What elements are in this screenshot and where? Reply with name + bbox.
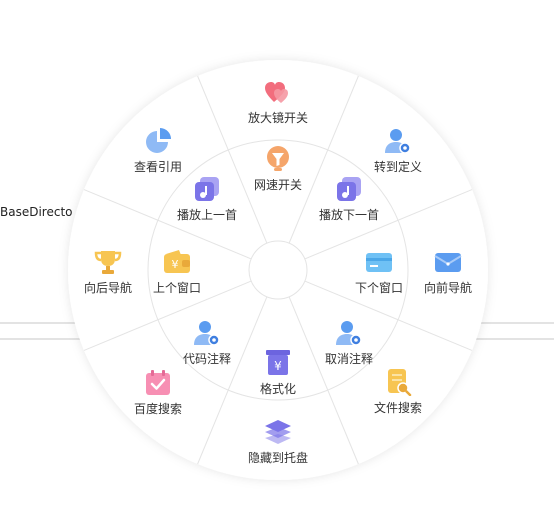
- sector-dividers: [83, 75, 473, 465]
- sector-divider-line: [197, 296, 268, 465]
- funnel-icon: [267, 146, 289, 171]
- trophy-icon: [94, 251, 122, 274]
- music-icon: [337, 177, 361, 201]
- inner-item-label: 播放下一首: [318, 208, 379, 222]
- inner-item-label: 播放上一首: [176, 208, 237, 222]
- outer-item-navigate-forward[interactable]: 向前导航: [406, 248, 490, 296]
- inner-item-format[interactable]: ¥ 格式化: [236, 349, 320, 397]
- outer-item-magnifier-toggle[interactable]: 放大镜开关: [236, 78, 320, 126]
- inner-item-label: 网速开关: [253, 178, 302, 192]
- layers-icon: [265, 420, 291, 444]
- outer-item-view-references[interactable]: 查看引用: [116, 127, 200, 175]
- calendar-check-icon: [146, 370, 170, 395]
- center-hub: [248, 240, 308, 300]
- outer-item-label: 向后导航: [83, 281, 132, 295]
- inner-item-next-window[interactable]: 下个窗口: [337, 248, 421, 296]
- user-gear-icon: [385, 129, 411, 154]
- inner-item-label: 下个窗口: [354, 281, 403, 295]
- pie-chart-icon: [146, 128, 171, 153]
- outer-item-label: 转到定义: [373, 160, 422, 174]
- inner-item-play-previous[interactable]: 播放上一首: [165, 175, 249, 223]
- sector-divider-line: [288, 296, 359, 465]
- hearts-icon: [265, 82, 288, 103]
- outer-item-navigate-back[interactable]: 向后导航: [66, 248, 150, 296]
- outer-item-label: 隐藏到托盘: [247, 451, 308, 465]
- sector-divider-line: [304, 280, 473, 351]
- inner-item-network-speed-toggle[interactable]: 网速开关: [236, 145, 320, 193]
- envelope-icon: [434, 253, 462, 272]
- sector-divider-line: [83, 280, 252, 351]
- inner-item-play-next[interactable]: 播放下一首: [307, 175, 391, 223]
- outer-item-label: 百度搜索: [133, 402, 182, 416]
- inner-item-label: 取消注释: [324, 352, 373, 366]
- wallet-icon: ¥: [164, 250, 190, 273]
- outer-item-label: 放大镜开关: [247, 111, 308, 125]
- inner-item-uncomment[interactable]: 取消注释: [307, 319, 391, 367]
- user-gear-icon: [336, 321, 362, 346]
- outer-item-file-search[interactable]: 文件搜索: [356, 368, 440, 416]
- svg-text:¥: ¥: [274, 359, 282, 373]
- user-gear-icon: [194, 321, 220, 346]
- outer-item-label: 查看引用: [133, 160, 182, 174]
- format-icon: ¥: [266, 350, 290, 375]
- inner-ring-border: [147, 139, 409, 401]
- inner-item-label: 格式化: [259, 382, 296, 396]
- svg-text:¥: ¥: [172, 258, 179, 271]
- outer-item-label: 向前导航: [423, 281, 472, 295]
- background-partial-text: BaseDirecto: [0, 205, 73, 219]
- inner-item-label: 上个窗口: [152, 281, 201, 295]
- sector-divider-line: [83, 189, 252, 260]
- card-icon: [366, 253, 392, 272]
- file-search-icon: [388, 369, 412, 396]
- inner-item-label: 代码注释: [182, 352, 231, 366]
- outer-item-baidu-search[interactable]: 百度搜索: [116, 369, 200, 417]
- inner-item-previous-window[interactable]: ¥ 上个窗口: [135, 248, 219, 296]
- outer-item-label: 文件搜索: [373, 401, 422, 415]
- music-icon: [195, 177, 219, 201]
- sector-divider-line: [304, 189, 473, 260]
- inner-item-comment-code[interactable]: 代码注释: [165, 319, 249, 367]
- sector-divider-line: [197, 75, 268, 244]
- outer-item-hide-to-tray[interactable]: 隐藏到托盘: [236, 418, 320, 466]
- outer-item-goto-definition[interactable]: 转到定义: [356, 127, 440, 175]
- sector-divider-line: [288, 75, 359, 244]
